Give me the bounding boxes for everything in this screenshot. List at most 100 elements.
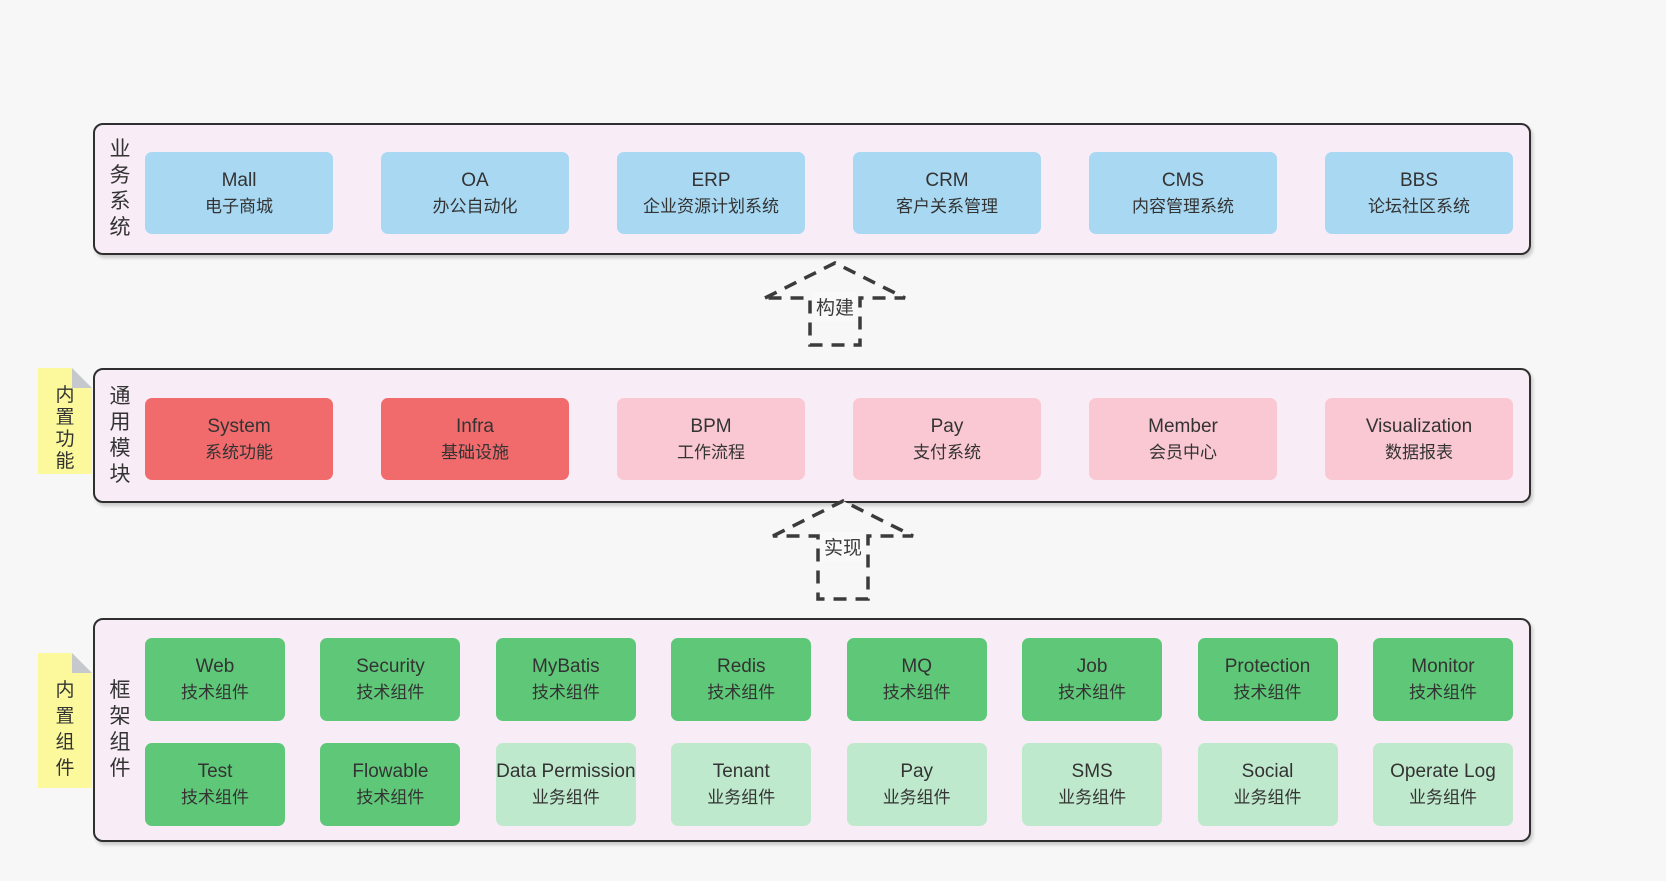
box-test: Test 技术组件 xyxy=(145,743,285,826)
box-subtitle: 技术组件 xyxy=(1408,683,1477,702)
box-system: System 系统功能 xyxy=(145,398,333,480)
box-subtitle: 企业资源计划系统 xyxy=(643,196,779,216)
box-title: Protection xyxy=(1224,656,1311,677)
box-mybatis: MyBatis 技术组件 xyxy=(495,638,636,721)
box-subtitle: 论坛社区系统 xyxy=(1368,196,1470,216)
box-monitor: Monitor 技术组件 xyxy=(1372,638,1513,721)
box-title: BBS xyxy=(1399,169,1439,191)
box-subtitle: 业务组件 xyxy=(1408,788,1477,807)
build-arrow: 构建 xyxy=(760,260,910,348)
box-title: MQ xyxy=(901,656,932,677)
box-subtitle: 会员中心 xyxy=(1149,442,1217,462)
box-title: System xyxy=(207,415,271,437)
folded-corner xyxy=(72,653,92,673)
box-subtitle: 技术组件 xyxy=(1058,683,1127,702)
box-subtitle: 技术组件 xyxy=(181,788,249,807)
box-subtitle: 业务组件 xyxy=(1058,788,1127,807)
box-subtitle: 技术组件 xyxy=(531,683,600,702)
implement-arrow: 实现 xyxy=(768,498,918,602)
box-subtitle: 业务组件 xyxy=(531,788,600,807)
box-title: Pay xyxy=(930,415,964,437)
box-subtitle: 系统功能 xyxy=(205,442,273,462)
box-title: Flowable xyxy=(352,761,429,782)
box-title: Pay xyxy=(900,761,934,782)
box-title: Job xyxy=(1076,656,1108,677)
box-title: BPM xyxy=(690,415,732,437)
folded-corner xyxy=(72,368,92,388)
box-subtitle: 内容管理系统 xyxy=(1132,196,1234,216)
box-title: Mall xyxy=(221,169,257,191)
layer-label-text: 框架组件 xyxy=(109,679,131,780)
box-erp: ERP 企业资源计划系统 xyxy=(617,152,805,234)
box-title: MyBatis xyxy=(532,656,600,677)
box-subtitle: 业务组件 xyxy=(707,788,776,807)
box-title: Redis xyxy=(716,656,766,677)
box-subtitle: 电子商城 xyxy=(205,196,273,216)
box-oa: OA 办公自动化 xyxy=(381,152,569,234)
box-subtitle: 技术组件 xyxy=(356,683,425,702)
box-cms: CMS 内容管理系统 xyxy=(1089,152,1277,234)
box-member: Member 会员中心 xyxy=(1089,398,1277,480)
sticky-note-text: 内置功能 xyxy=(55,385,75,472)
box-title: Web xyxy=(195,656,235,677)
box-subtitle: 技术组件 xyxy=(181,683,249,702)
box-web: Web 技术组件 xyxy=(145,638,285,721)
business-systems-row: Mall 电子商城 OA 办公自动化 ERP 企业资源计划系统 CRM 客户关系管理 CMS 内容… xyxy=(145,152,1513,234)
box-protection: Protection 技术组件 xyxy=(1197,638,1338,721)
box-subtitle: 客户关系管理 xyxy=(896,196,998,216)
box-title: Data Permission xyxy=(496,761,636,782)
box-title: ERP xyxy=(691,169,731,191)
layer-label-common-modules: 通用模块 xyxy=(103,370,137,501)
box-title: Tenant xyxy=(712,761,770,782)
sticky-note-built-in-features: 内置功能 xyxy=(38,368,92,474)
layer-label-text: 通用模块 xyxy=(109,384,131,486)
box-subtitle: 技术组件 xyxy=(707,683,776,702)
layer-business-systems: 业务系统 Mall 电子商城 OA 办公自动化 ERP 企业资源计划系统 CRM 客户关系管理… xyxy=(93,123,1531,255)
implement-arrow-label: 实现 xyxy=(820,532,866,561)
box-subtitle: 数据报表 xyxy=(1385,442,1453,462)
box-title: Security xyxy=(356,656,425,677)
box-subtitle: 办公自动化 xyxy=(432,196,518,216)
box-title: SMS xyxy=(1071,761,1113,782)
layer-label-text: 业务系统 xyxy=(109,138,131,239)
layer-label-framework-components: 框架组件 xyxy=(103,620,137,840)
box-title: Operate Log xyxy=(1390,761,1496,782)
box-data-permission: Data Permission 业务组件 xyxy=(495,743,636,826)
box-job: Job 技术组件 xyxy=(1022,638,1163,721)
box-title: OA xyxy=(461,169,489,191)
box-subtitle: 支付系统 xyxy=(913,442,981,462)
box-bbs: BBS 论坛社区系统 xyxy=(1325,152,1513,234)
build-arrow-label: 构建 xyxy=(812,292,858,321)
box-tenant: Tenant 业务组件 xyxy=(671,743,812,826)
box-sms: SMS 业务组件 xyxy=(1022,743,1163,826)
box-title: Monitor xyxy=(1411,656,1475,677)
box-operate-log: Operate Log 业务组件 xyxy=(1372,743,1513,826)
sticky-note-shape xyxy=(38,653,92,788)
box-redis: Redis 技术组件 xyxy=(671,638,812,721)
layer-label-business-systems: 业务系统 xyxy=(103,125,137,253)
box-pay: Pay 业务组件 xyxy=(846,743,987,826)
box-subtitle: 技术组件 xyxy=(1233,683,1302,702)
box-subtitle: 基础设施 xyxy=(441,442,509,462)
box-subtitle: 业务组件 xyxy=(882,788,951,807)
box-title: Social xyxy=(1241,761,1294,782)
sticky-note-text: 内置组件 xyxy=(55,680,75,779)
sticky-note-built-in-components: 内置组件 xyxy=(38,653,92,788)
box-title: Member xyxy=(1148,415,1218,437)
box-title: CMS xyxy=(1161,169,1205,191)
box-security: Security 技术组件 xyxy=(320,638,461,721)
box-title: CRM xyxy=(925,169,969,191)
box-crm: CRM 客户关系管理 xyxy=(853,152,1041,234)
box-title: Test xyxy=(197,761,233,782)
